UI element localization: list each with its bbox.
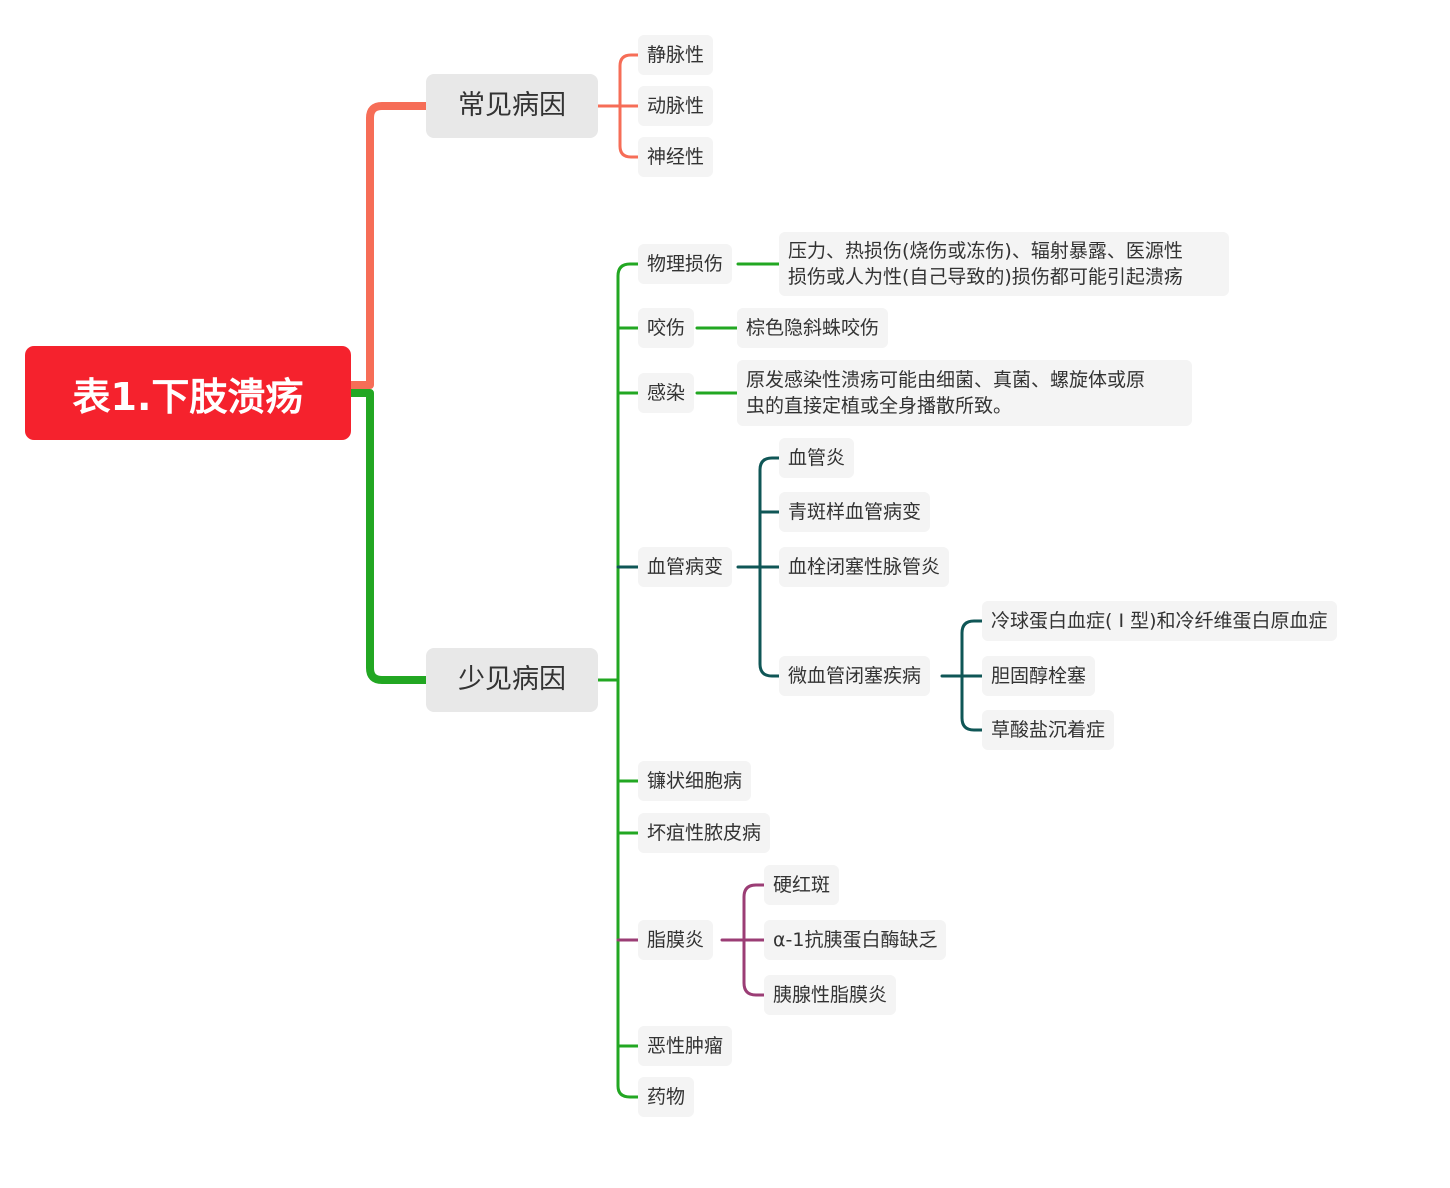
node-bite[interactable]: 咬伤 — [638, 308, 695, 348]
node-erythema-induratum[interactable]: 硬红斑 — [764, 865, 840, 905]
node-sickle-cell[interactable]: 镰状细胞病 — [638, 761, 752, 801]
node-livedoid-vasculopathy[interactable]: 青斑样血管病变 — [779, 492, 931, 532]
physical-detail-line-1: 压力、热损伤(烧伤或冻伤)、辐射暴露、医源性 — [788, 240, 1183, 262]
node-cryoglobulinemia[interactable]: 冷球蛋白血症( Ⅰ 型)和冷纤维蛋白原血症 — [982, 601, 1337, 641]
node-cholesterol-embolism[interactable]: 胆固醇栓塞 — [982, 656, 1096, 696]
node-alpha1-antitrypsin[interactable]: α-1抗胰蛋白酶缺乏 — [764, 920, 947, 960]
node-infection[interactable]: 感染 — [638, 373, 695, 413]
node-oxalosis[interactable]: 草酸盐沉着症 — [982, 710, 1115, 750]
node-thromboangiitis-obliterans[interactable]: 血栓闭塞性脉管炎 — [779, 547, 950, 587]
node-infection-detail[interactable]: 原发感染性溃疡可能由细菌、真菌、螺旋体或原 虫的直接定植或全身播散所致。 — [737, 360, 1192, 426]
root-node[interactable]: 表1.下肢溃疡 — [25, 346, 351, 440]
node-bite-detail[interactable]: 棕色隐斜蛛咬伤 — [737, 308, 889, 348]
node-physical-injury-detail[interactable]: 压力、热损伤(烧伤或冻伤)、辐射暴露、医源性 损伤或人为性(自己导致的)损伤都可… — [779, 232, 1229, 296]
node-physical-injury[interactable]: 物理损伤 — [638, 244, 733, 284]
node-pancreatic-panniculitis[interactable]: 胰腺性脂膜炎 — [764, 975, 897, 1015]
node-venous[interactable]: 静脉性 — [638, 35, 714, 75]
node-vasculitis[interactable]: 血管炎 — [779, 438, 855, 478]
node-microvascular-occlusion[interactable]: 微血管闭塞疾病 — [779, 656, 931, 696]
infection-detail-line-1: 原发感染性溃疡可能由细菌、真菌、螺旋体或原 — [746, 369, 1146, 391]
infection-detail-line-2: 虫的直接定植或全身播散所致。 — [746, 395, 1013, 417]
node-panniculitis[interactable]: 脂膜炎 — [638, 920, 714, 960]
node-pyoderma-gangrenosum[interactable]: 坏疽性脓皮病 — [638, 813, 771, 853]
branch-rare-causes[interactable]: 少见病因 — [426, 648, 598, 712]
node-drugs[interactable]: 药物 — [638, 1077, 695, 1117]
node-vascular-disease[interactable]: 血管病变 — [638, 547, 733, 587]
branch-common-causes[interactable]: 常见病因 — [426, 74, 598, 138]
node-neuropathic[interactable]: 神经性 — [638, 137, 714, 177]
node-arterial[interactable]: 动脉性 — [638, 86, 714, 126]
node-malignancy[interactable]: 恶性肿瘤 — [638, 1026, 733, 1066]
physical-detail-line-2: 损伤或人为性(自己导致的)损伤都可能引起溃疡 — [788, 266, 1183, 288]
